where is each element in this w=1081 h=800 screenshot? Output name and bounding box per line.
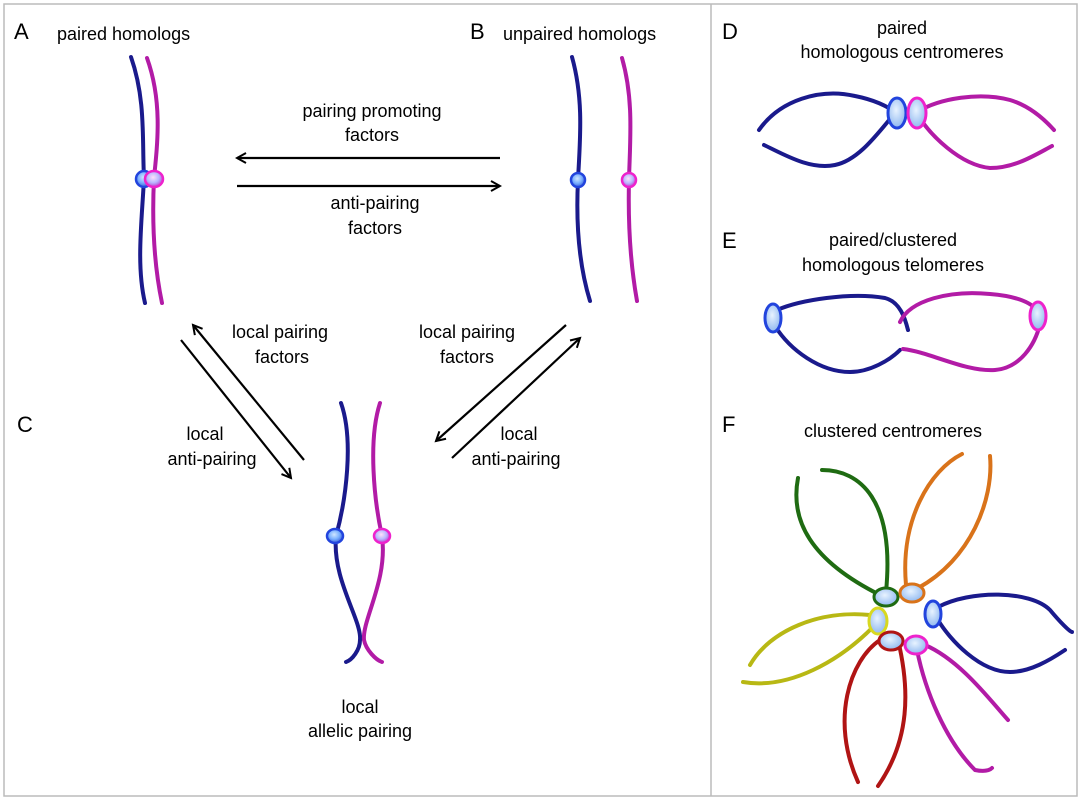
arrow-local-pairing-right — [436, 324, 567, 441]
centromere-magenta — [143, 169, 165, 189]
chromosome-blue — [773, 293, 910, 375]
label-local-anti-pairing-right-2: anti-pairing — [471, 449, 560, 469]
label-local-anti-pairing-left-2: anti-pairing — [167, 449, 256, 469]
label-local-pairing-left-2: factors — [255, 347, 309, 367]
panel-b: B unpaired homologs — [470, 19, 656, 303]
chromosome-blue — [333, 401, 363, 664]
centromere-blue — [325, 527, 345, 545]
panel-a: A paired homologs — [14, 19, 190, 305]
label-pairing-promoting-2: factors — [345, 125, 399, 145]
centromere-magenta — [372, 527, 392, 545]
centromere-yellow — [867, 606, 889, 636]
telomere-blue — [763, 302, 783, 334]
panel-d-title-2: homologous centromeres — [800, 42, 1003, 62]
chromosome-orange — [903, 452, 993, 590]
panel-e-title-1: paired/clustered — [829, 230, 957, 250]
panel-c-title-1: local — [341, 697, 378, 717]
centromere-blue — [923, 599, 943, 629]
centromere-blue — [569, 171, 587, 189]
panel-d-title-1: paired — [877, 18, 927, 38]
label-local-pairing-left-1: local pairing — [232, 322, 328, 342]
panel-b-title: unpaired homologs — [503, 24, 656, 44]
panel-a-letter: A — [14, 19, 29, 44]
chromosome-magenta — [361, 401, 385, 664]
chromosome-blue — [757, 91, 900, 168]
chromosome-red — [842, 638, 908, 788]
panel-a-title: paired homologs — [57, 24, 190, 44]
panel-d: D paired homologous centromeres — [722, 18, 1056, 171]
panel-b-letter: B — [470, 19, 485, 44]
arrows-a-b: pairing promoting factors anti-pairing f… — [237, 101, 500, 238]
chromosome-green — [794, 468, 890, 597]
panel-e: E paired/clustered homologous telomeres — [722, 228, 1048, 375]
centromere-magenta — [906, 96, 928, 130]
label-pairing-promoting-1: pairing promoting — [302, 101, 441, 121]
panel-c-title-2: allelic pairing — [308, 721, 412, 741]
centromere-blue — [886, 96, 908, 130]
panel-c-letter: C — [17, 412, 33, 437]
panel-f-title: clustered centromeres — [804, 421, 982, 441]
telomere-magenta — [1028, 300, 1048, 332]
chromosome-blue — [936, 592, 1074, 675]
panel-f-letter: F — [722, 412, 735, 437]
label-local-pairing-right-2: factors — [440, 347, 494, 367]
label-local-pairing-right-1: local pairing — [419, 322, 515, 342]
panel-d-letter: D — [722, 19, 738, 44]
label-anti-pairing-1: anti-pairing — [330, 193, 419, 213]
label-local-anti-pairing-left-1: local — [186, 424, 223, 444]
chromosome-magenta — [915, 643, 1010, 773]
arrows-b-c: local pairing factors local anti-pairing — [419, 322, 580, 469]
arrow-local-pairing-left — [193, 325, 305, 461]
arrow-local-anti-pairing-right — [451, 338, 580, 459]
centromere-orange — [898, 582, 926, 604]
chromosome-magenta — [898, 291, 1042, 373]
chromosome-magenta — [915, 94, 1056, 171]
panel-e-title-2: homologous telomeres — [802, 255, 984, 275]
outer-border — [3, 3, 1078, 797]
arrow-local-anti-pairing-left — [180, 339, 291, 478]
panel-e-letter: E — [722, 228, 737, 253]
chromosome-yellow — [741, 612, 874, 686]
centromere-magenta — [903, 634, 929, 656]
panel-c: C local allelic pairing — [17, 401, 412, 741]
centromere-magenta — [620, 171, 638, 189]
centromere-green — [872, 586, 900, 608]
arrows-a-c: local pairing factors local anti-pairing — [167, 322, 328, 478]
panel-f: F clustered centromeres — [722, 412, 1074, 788]
centromere-red — [877, 630, 905, 652]
label-anti-pairing-2: factors — [348, 218, 402, 238]
label-local-anti-pairing-right-1: local — [500, 424, 537, 444]
